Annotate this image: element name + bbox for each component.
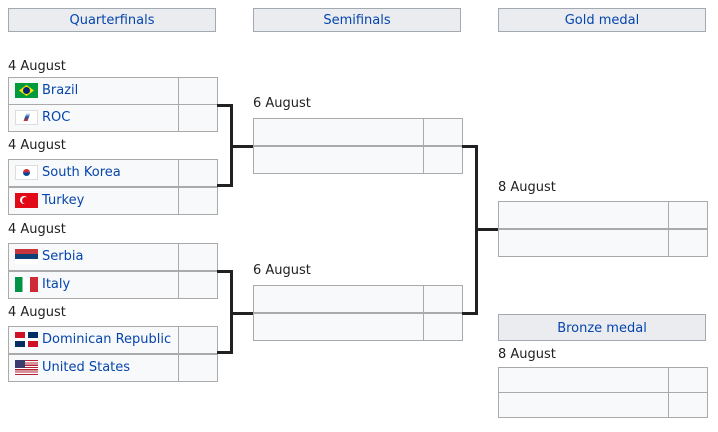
score-cell xyxy=(423,146,463,174)
score-cell xyxy=(178,104,218,132)
header-gold-medal: Gold medal xyxy=(498,8,706,32)
score-cell xyxy=(178,326,218,354)
score-cell xyxy=(178,354,218,382)
brazil-flag-icon xyxy=(15,83,38,98)
bracket-line xyxy=(230,145,253,148)
dominican-republic-flag-icon xyxy=(15,332,38,347)
score-cell xyxy=(423,118,463,146)
team-link[interactable]: Italy xyxy=(42,277,71,292)
bracket-line xyxy=(217,184,232,187)
roc-flag-icon xyxy=(15,110,38,125)
team-cell xyxy=(498,367,669,393)
score-cell xyxy=(668,229,708,257)
score-cell xyxy=(668,392,708,418)
bracket-line xyxy=(462,145,477,148)
team-link[interactable]: Dominican Republic xyxy=(42,332,172,347)
bracket-line xyxy=(217,351,232,354)
team-cell xyxy=(253,118,424,146)
team-link[interactable]: Turkey xyxy=(42,193,85,208)
score-cell xyxy=(668,367,708,393)
team-link[interactable]: ROC xyxy=(42,110,71,125)
bracket-line xyxy=(217,104,232,107)
score-cell xyxy=(423,313,463,341)
score-cell xyxy=(423,285,463,313)
match-date: 4 August xyxy=(8,138,66,153)
score-cell xyxy=(178,159,218,187)
match-date: 4 August xyxy=(8,59,66,74)
match-date: 8 August xyxy=(498,180,556,195)
team-link[interactable]: Serbia xyxy=(42,249,84,264)
united-states-flag-icon xyxy=(15,360,38,375)
match-date: 4 August xyxy=(8,305,66,320)
team-link[interactable]: Brazil xyxy=(42,83,79,98)
turkey-flag-icon xyxy=(15,193,38,208)
team-cell xyxy=(253,146,424,174)
score-cell xyxy=(178,243,218,271)
team-cell xyxy=(498,229,669,257)
score-cell xyxy=(178,187,218,215)
team-cell xyxy=(498,392,669,418)
match-date: 6 August xyxy=(253,96,311,111)
match-date: 6 August xyxy=(253,263,311,278)
bracket-line xyxy=(217,270,232,273)
team-cell xyxy=(253,313,424,341)
match-date: 8 August xyxy=(498,347,556,362)
serbia-flag-icon xyxy=(15,249,38,264)
score-cell xyxy=(668,201,708,229)
team-cell xyxy=(253,285,424,313)
header-bronze-medal: Bronze medal xyxy=(498,314,706,341)
team-link[interactable]: United States xyxy=(42,360,131,375)
south-korea-flag-icon xyxy=(15,165,38,180)
italy-flag-icon xyxy=(15,277,38,292)
header-semifinals: Semifinals xyxy=(253,8,461,32)
team-cell xyxy=(498,201,669,229)
header-quarterfinals: Quarterfinals xyxy=(8,8,216,32)
bracket-line xyxy=(230,312,253,315)
score-cell xyxy=(178,77,218,105)
team-link[interactable]: South Korea xyxy=(42,165,121,180)
match-date: 4 August xyxy=(8,222,66,237)
bracket-line xyxy=(462,312,477,315)
score-cell xyxy=(178,271,218,299)
bracket-line xyxy=(475,228,498,231)
